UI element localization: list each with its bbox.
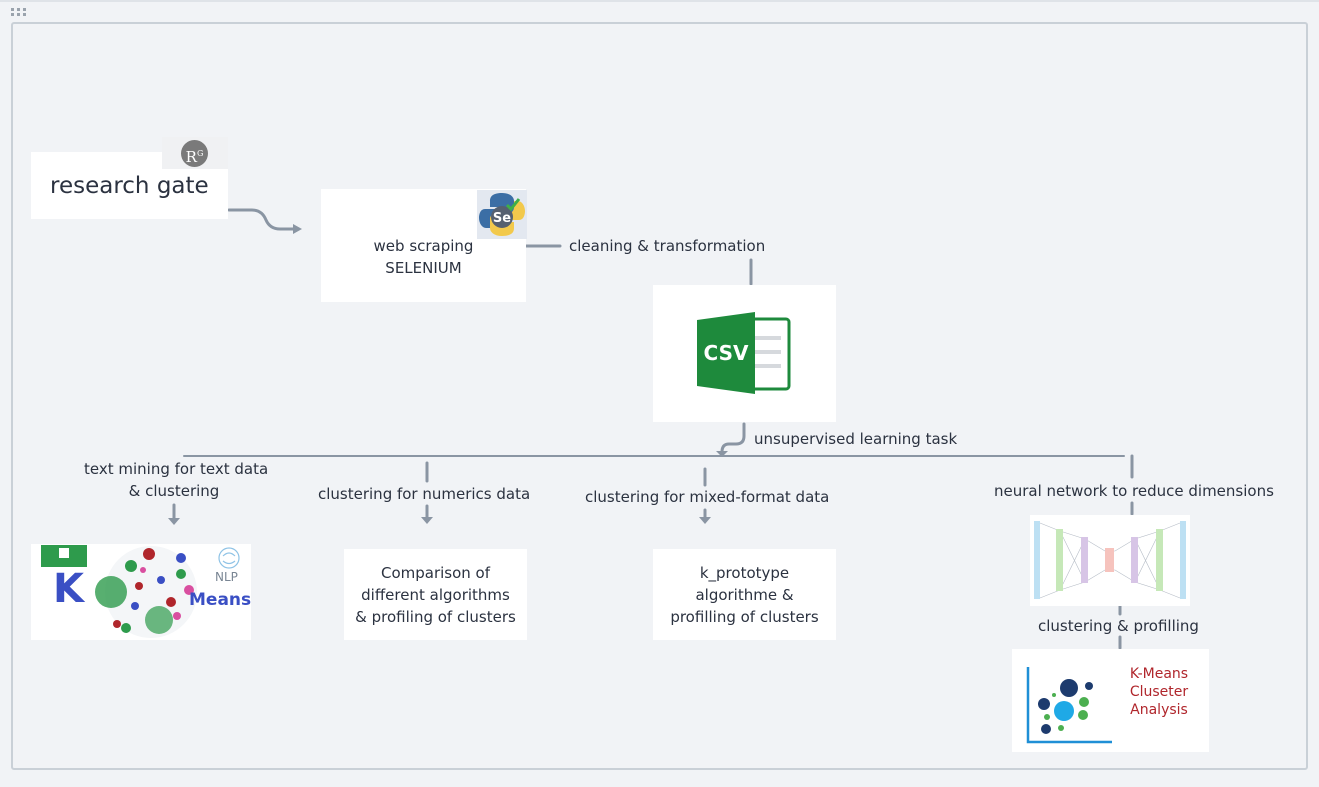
comparison-card[interactable] bbox=[344, 549, 527, 640]
text-mining-line2: & clustering bbox=[128, 482, 220, 500]
kprototype-line1: k_prototype bbox=[699, 564, 790, 582]
kmeans-big-k: K bbox=[53, 566, 86, 612]
comparison-label: Comparison of different algorithms & pro… bbox=[344, 562, 527, 628]
kmeans-nlp-graphic: K Means NLP bbox=[41, 545, 251, 638]
clustering-profiling-label: clustering & profilling bbox=[1038, 617, 1199, 635]
kmeans-analysis-line1: K-Means bbox=[1130, 666, 1188, 682]
comparison-line1: Comparison of bbox=[380, 564, 491, 582]
comparison-line3: & profiling of clusters bbox=[355, 608, 516, 626]
kmeans-analysis-line3: Analysis bbox=[1130, 702, 1188, 718]
web-scraping-label: web scraping SELENIUM bbox=[321, 235, 526, 279]
research-gate-logo-letter: R bbox=[185, 148, 197, 166]
csv-file-icon: CSV bbox=[697, 312, 792, 394]
kmeans-analysis-graphic: K-Means Cluseter Analysis bbox=[1026, 666, 1189, 744]
autoencoder-graphic bbox=[1034, 521, 1186, 599]
research-gate-logo-icon: RG bbox=[181, 140, 208, 167]
mixed-clustering-label: clustering for mixed-format data bbox=[585, 488, 830, 506]
nlp-text: NLP bbox=[215, 570, 238, 584]
numerics-clustering-label: clustering for numerics data bbox=[318, 485, 531, 503]
kprototype-label: k_prototype algorithme & profilling of c… bbox=[653, 562, 836, 628]
kmeans-means-text: Means bbox=[189, 590, 251, 610]
unsupervised-learning-label: unsupervised learning task bbox=[754, 430, 958, 448]
selenium-python-icon: Se bbox=[477, 190, 527, 239]
text-mining-line1: text mining for text data bbox=[84, 460, 269, 478]
kmeans-analysis-card[interactable]: K-Means Cluseter Analysis bbox=[1012, 649, 1209, 752]
comparison-line2: different algorithms bbox=[361, 586, 510, 604]
web-scraping-line1: web scraping bbox=[373, 237, 474, 255]
kprototype-line3: profilling of clusters bbox=[670, 608, 819, 626]
kprototype-line2: algorithme & bbox=[695, 586, 794, 604]
kmeans-nlp-card[interactable]: K Means NLP bbox=[31, 544, 251, 640]
research-gate-logo-sup: G bbox=[196, 149, 204, 158]
drag-grip-icon[interactable] bbox=[11, 8, 29, 18]
web-scraping-line2: SELENIUM bbox=[385, 259, 462, 277]
kprototype-card[interactable] bbox=[653, 549, 836, 640]
autoencoder-card[interactable] bbox=[1030, 515, 1190, 606]
text-mining-label: text mining for text data & clustering bbox=[84, 458, 269, 502]
selenium-logo-text: Se bbox=[493, 211, 511, 226]
kmeans-analysis-line2: Cluseter bbox=[1130, 684, 1189, 700]
top-border bbox=[0, 0, 1319, 2]
neural-network-label: neural network to reduce dimensions bbox=[994, 482, 1274, 500]
csv-icon-text: CSV bbox=[704, 341, 749, 365]
cleaning-transformation-label: cleaning & transformation bbox=[569, 237, 766, 255]
research-gate-label: research gate bbox=[50, 173, 209, 199]
